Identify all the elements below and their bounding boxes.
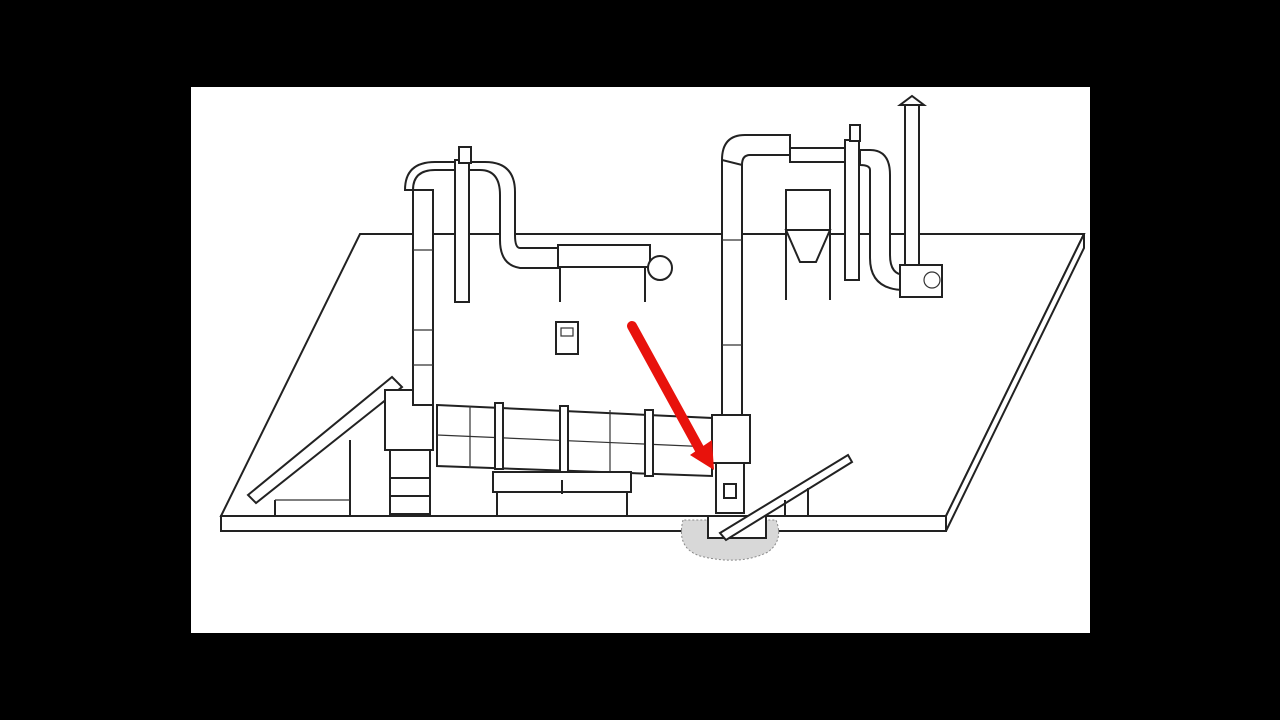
heat-exchanger-right — [844, 124, 861, 281]
feed-inlet-housing — [384, 389, 434, 515]
induced-draft-fan — [899, 264, 943, 298]
feed-conveyor — [246, 375, 404, 516]
indicator-arrow — [627, 321, 714, 470]
rotary-drum — [436, 402, 713, 478]
drum-support-frame — [492, 471, 632, 516]
cyclone-separator — [784, 147, 851, 300]
heat-exchanger-left — [454, 146, 472, 303]
hot-air-furnace — [557, 244, 673, 302]
discharge-conveyor — [718, 453, 854, 542]
discharge-housing — [711, 414, 751, 514]
control-cabinet — [555, 321, 579, 355]
